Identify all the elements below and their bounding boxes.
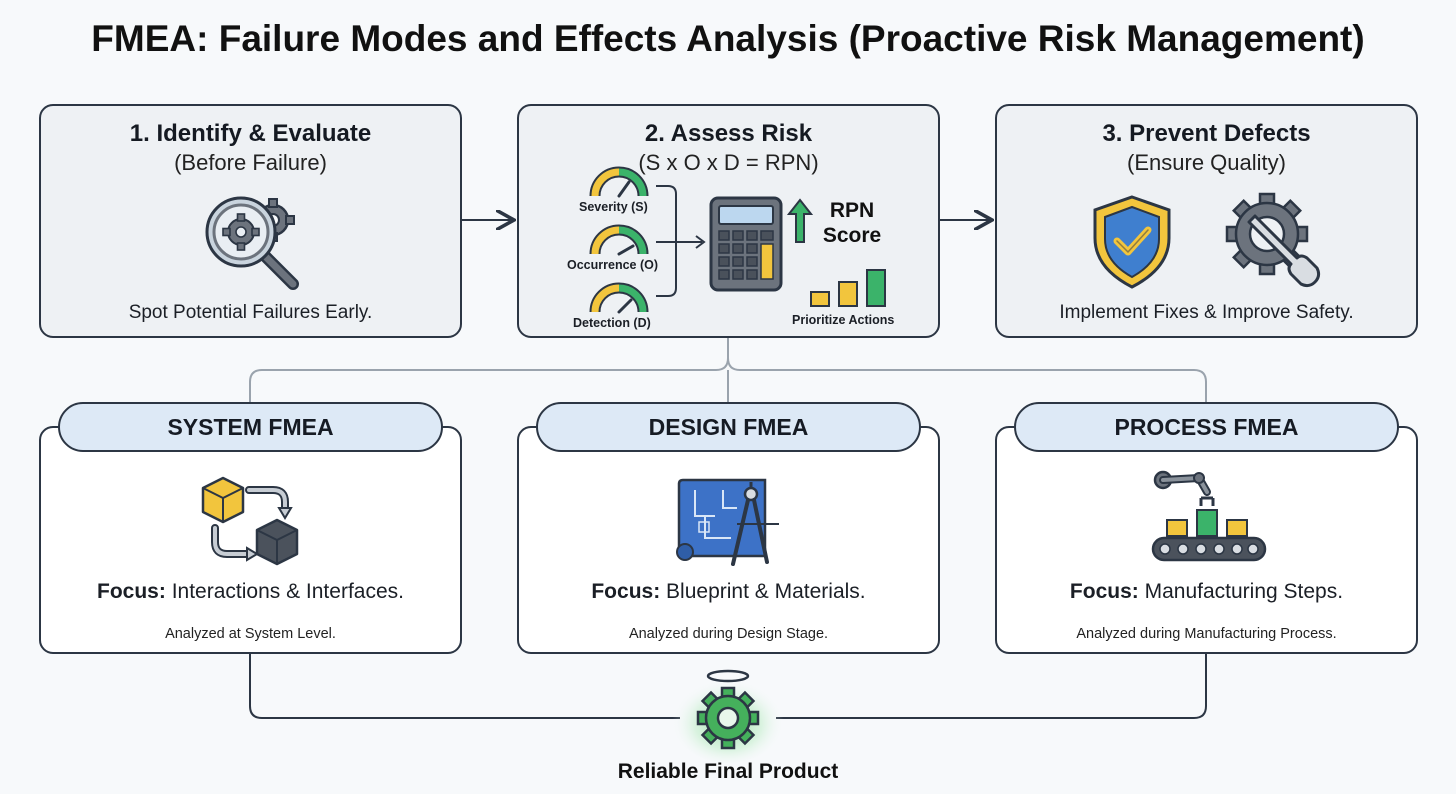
analyzed-text: Analyzed at System Level. — [165, 626, 336, 642]
type-pill-process: PROCESS FMEA — [1014, 402, 1399, 452]
type-pill-design: DESIGN FMEA — [536, 402, 921, 452]
prioritize-actions-label: Prioritize Actions — [792, 313, 895, 327]
focus-text: Focus: Manufacturing Steps. — [997, 580, 1416, 604]
focus-value: Manufacturing Steps. — [1144, 580, 1344, 603]
step-caption: Implement Fixes & Improve Safety. — [1059, 302, 1354, 323]
priority-bars-icon — [810, 269, 886, 307]
calculator-icon — [709, 196, 783, 292]
glowing-gear-icon — [672, 669, 784, 763]
type-card-system: Focus: Interactions & Interfaces. Analyz… — [39, 426, 462, 654]
robot-conveyor-icon — [1151, 470, 1267, 562]
gear-wrench-icon — [1225, 192, 1321, 288]
focus-value: Interactions & Interfaces. — [171, 580, 404, 603]
focus-value: Blueprint & Materials. — [666, 580, 866, 603]
step-title: 1. Identify & Evaluate — [129, 120, 372, 147]
rpn-label-line1: RPN — [829, 199, 875, 222]
step-title: 2. Assess Risk — [644, 120, 813, 147]
gauge-label-severity: Severity (S) — [579, 200, 648, 214]
rpn-label-line2: Score — [822, 224, 882, 247]
step-subtitle: (Ensure Quality) — [1127, 150, 1286, 175]
step-subtitle: (S x O x D = RPN) — [638, 150, 819, 175]
boxes-exchange-icon — [201, 476, 299, 566]
occurrence-gauge-icon — [589, 224, 649, 256]
step-card-identify: 1. Identify & Evaluate (Before Failure) — [39, 104, 462, 338]
rpn-score-label: RPN Score — [817, 198, 887, 248]
type-card-design: Focus: Blueprint & Materials. Analyzed d… — [517, 426, 940, 654]
focus-text: Focus: Interactions & Interfaces. — [41, 580, 460, 604]
gauge-bracket-lines — [656, 185, 706, 297]
blueprint-compass-icon — [676, 478, 779, 566]
type-card-process: Focus: Manufacturing Steps. Analyzed dur… — [995, 426, 1418, 654]
final-product-label: Reliable Final Product — [617, 760, 839, 783]
focus-label: Focus: — [1069, 580, 1139, 603]
step-card-assess-risk: 2. Assess Risk (S x O x D = RPN) Severit… — [517, 104, 940, 338]
step-subtitle: (Before Failure) — [174, 150, 327, 175]
step-card-prevent-defects: 3. Prevent Defects (Ensure Quality) Impl… — [995, 104, 1418, 338]
focus-label: Focus: — [97, 580, 166, 603]
up-arrow-icon — [787, 198, 813, 243]
gauge-label-detection: Detection (D) — [573, 316, 651, 330]
detection-gauge-icon — [589, 282, 649, 314]
convergence-connector — [249, 654, 1207, 719]
page-title: FMEA: Failure Modes and Effects Analysis… — [91, 18, 1365, 59]
gauge-label-occurrence: Occurrence (O) — [567, 258, 659, 272]
severity-gauge-icon — [589, 166, 649, 198]
step-caption: Spot Potential Failures Early. — [128, 302, 373, 323]
analyzed-text: Analyzed during Manufacturing Process. — [1076, 626, 1337, 642]
analyzed-text: Analyzed during Design Stage. — [628, 626, 829, 642]
focus-text: Focus: Blueprint & Materials. — [519, 580, 938, 604]
type-pill-system: SYSTEM FMEA — [58, 402, 443, 452]
branch-connector — [249, 338, 1207, 402]
focus-label: Focus: — [591, 580, 661, 603]
magnifier-gears-icon — [205, 196, 299, 290]
step-title: 3. Prevent Defects — [1102, 120, 1311, 147]
shield-check-icon — [1093, 195, 1171, 289]
